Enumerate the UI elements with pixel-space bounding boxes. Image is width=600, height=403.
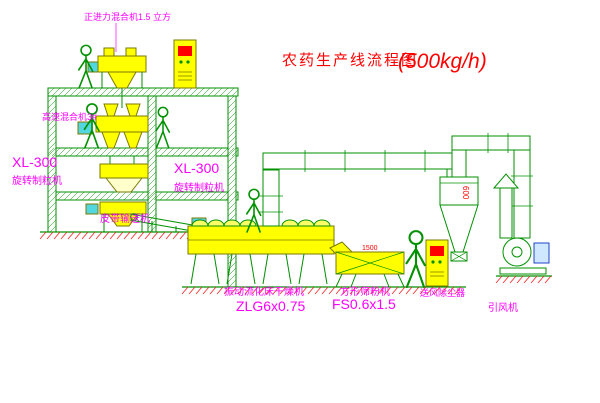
worker-figure-sieve: [405, 230, 426, 289]
induced-draft-fan: [499, 237, 550, 275]
label-sieve-model: FS0.6x1.5: [332, 296, 396, 312]
label-dim-cyclone: 600: [461, 186, 470, 200]
diagram-title-capacity: (500kg/h): [398, 50, 487, 73]
worker-figure-second-floor-left: [83, 103, 100, 149]
fan-foundation: [495, 275, 552, 284]
label-granulator-right-name: 旋转制粒机: [174, 181, 224, 194]
label-dim-sieve: 1500: [362, 245, 378, 252]
control-cabinet-duster: [425, 239, 449, 287]
slab-hatch: [47, 87, 239, 97]
label-top-mixer: 正进力混合机1.5 立方: [84, 11, 171, 22]
label-belt-conveyor: 皮带输送机: [100, 212, 150, 225]
dryer-springs: [190, 253, 328, 285]
fluid-bed-dryer: [187, 217, 335, 285]
dryer-top-humps: [191, 219, 331, 227]
worker-figure-top-floor: [77, 44, 94, 89]
vent-stack: [492, 173, 520, 239]
control-cabinet-top: [173, 39, 197, 89]
granulator-feed-machine: [99, 156, 149, 193]
ground-hatch: [181, 286, 462, 295]
diagram-title: 农药生产线流程图: [282, 52, 418, 69]
label-granulator-right-model: XL-300: [174, 160, 219, 176]
label-sieve-name: 方形筛粉机: [340, 285, 390, 298]
label-induced-fan: 引风机: [488, 301, 518, 314]
label-high-speed-mixer: 高速混合机3#: [42, 111, 97, 122]
label-dryer-name: 振动流化床干燥机: [224, 285, 304, 298]
top-mixer-machine: [87, 47, 147, 108]
column-hatch: [47, 95, 57, 233]
fan-duct: [451, 133, 533, 239]
high-speed-mixer-machine: [77, 103, 149, 149]
label-dust-collector: 送风除尘器: [420, 287, 465, 298]
label-granulator-left-name: 旋转制粒机: [12, 174, 62, 187]
worker-figure-second-floor-right: [155, 106, 171, 149]
exhaust-duct: [259, 150, 466, 227]
ground-level-lower: [181, 286, 466, 295]
label-granulator-left-model: XL-300: [12, 154, 57, 170]
label-dryer-model: ZLG6x0.75: [236, 298, 305, 314]
square-sieve-machine: [329, 241, 405, 288]
column-hatch: [147, 95, 157, 233]
diagram-labels: 正进力混合机1.5 立方 高速混合机3# XL-300 旋转制粒机 XL-300…: [12, 11, 518, 314]
ground-hatch: [495, 275, 552, 284]
